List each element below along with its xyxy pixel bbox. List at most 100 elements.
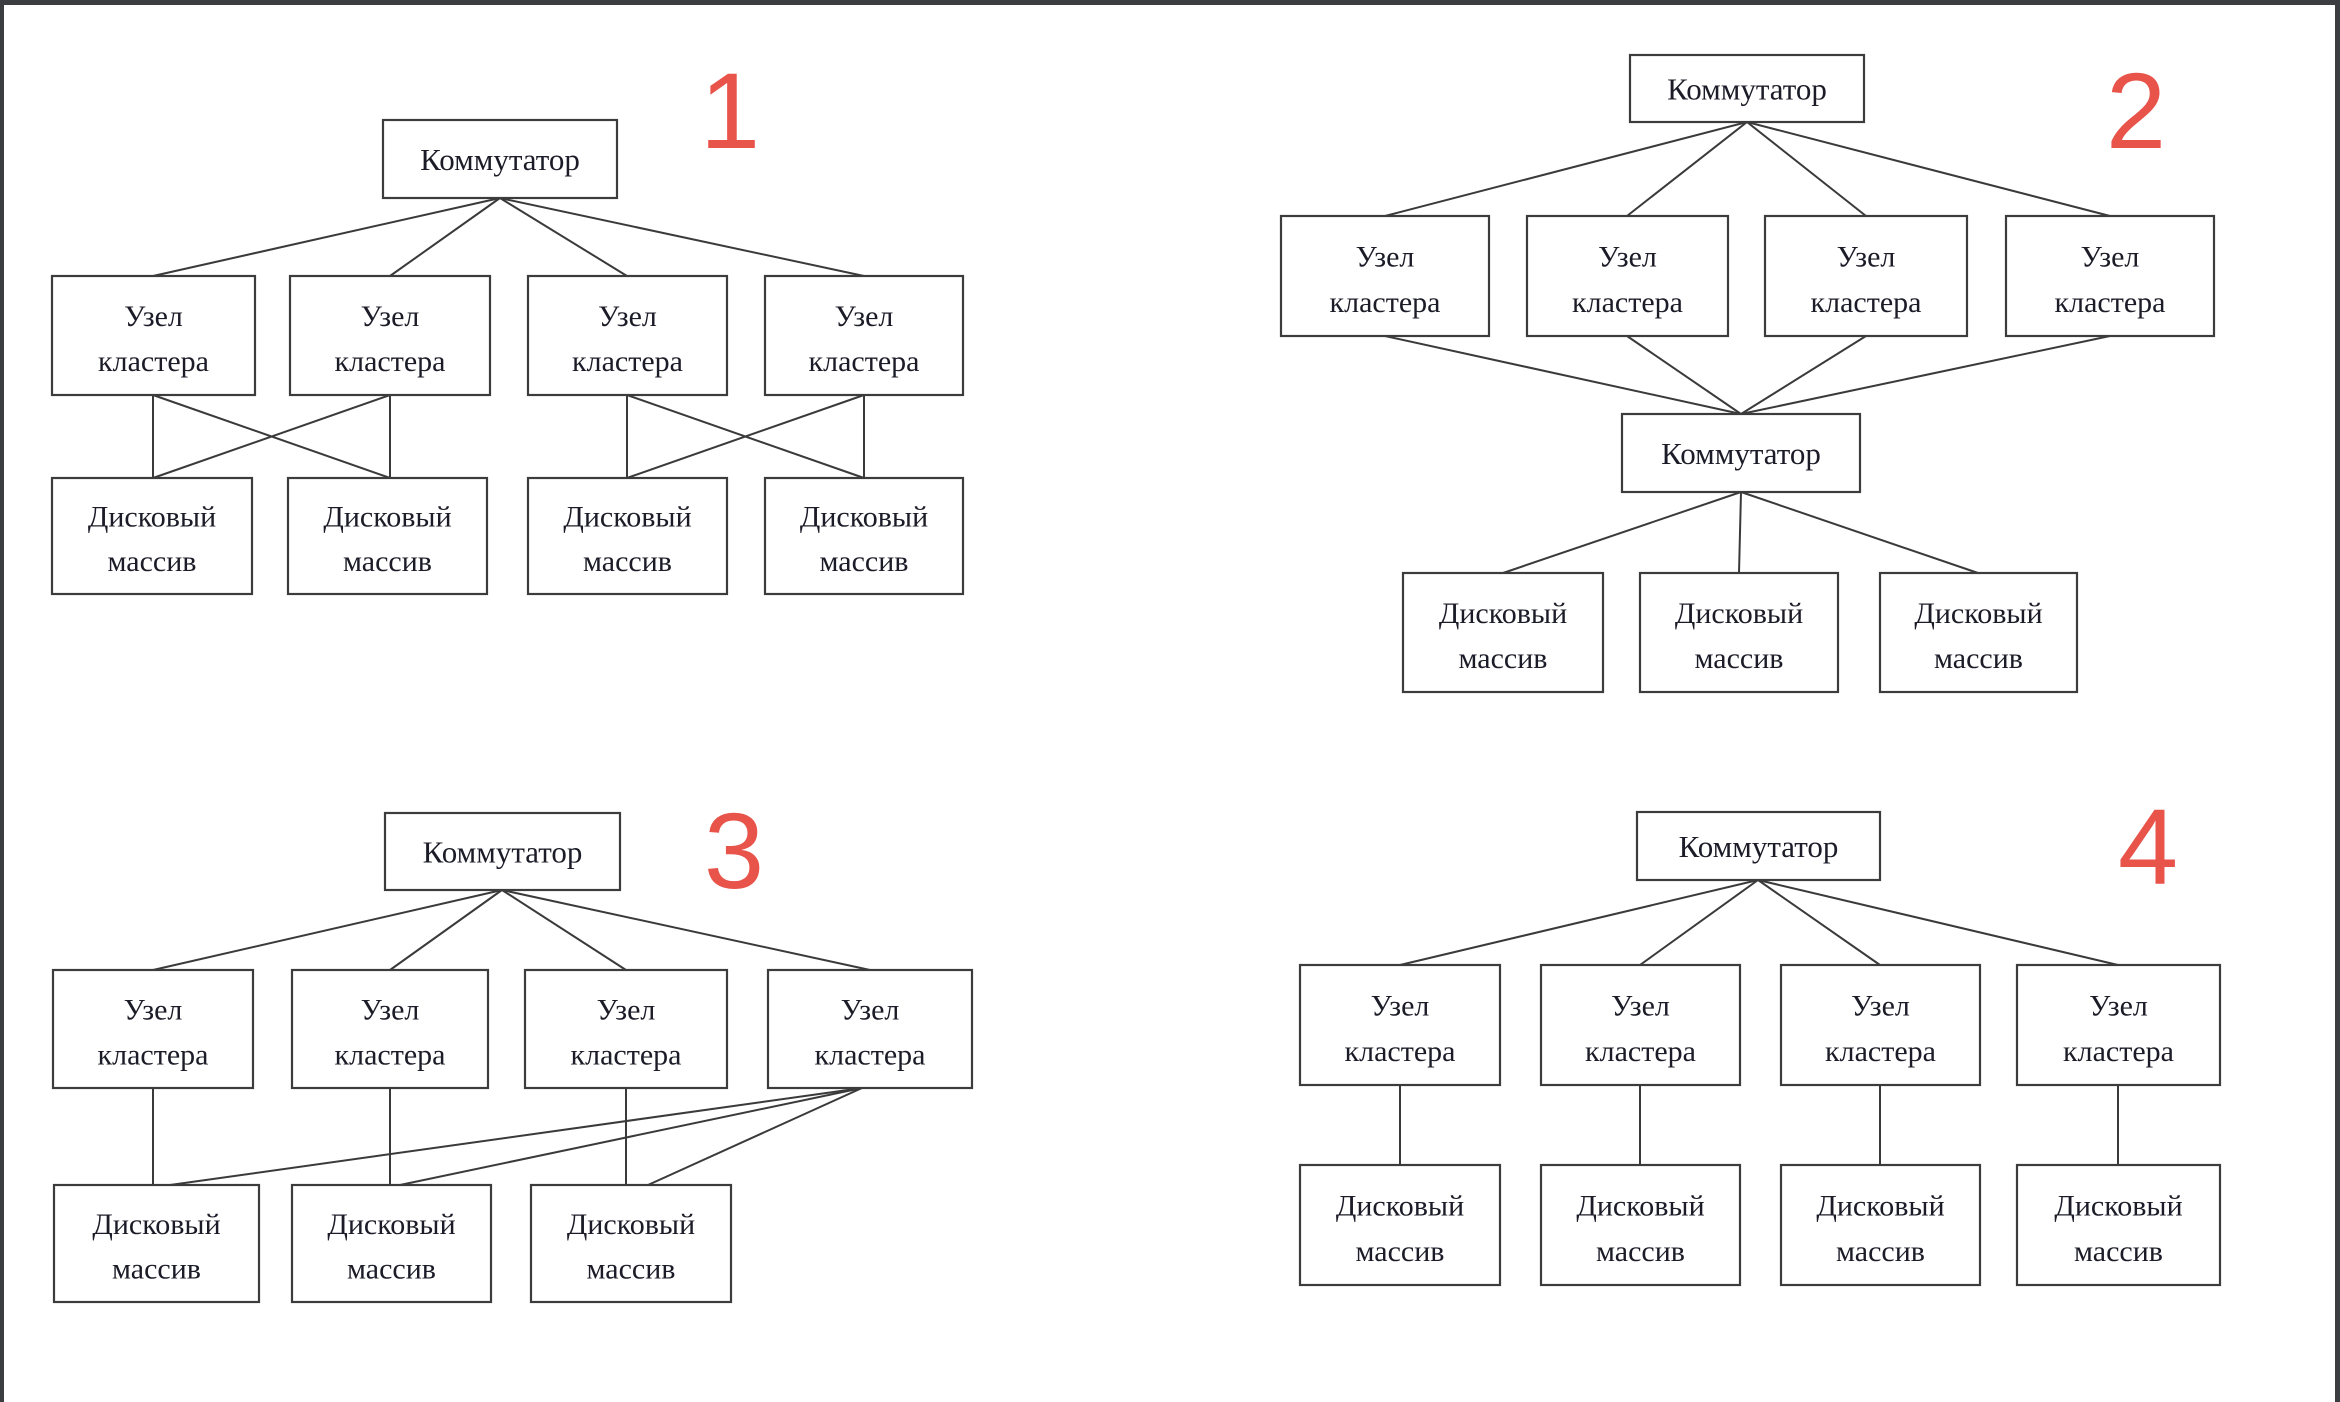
connection-line — [152, 889, 503, 971]
switch-box — [383, 811, 622, 892]
connection-line — [501, 889, 627, 971]
disk-box — [763, 476, 965, 596]
disk-box — [1539, 1163, 1742, 1287]
connection-line — [1738, 491, 1742, 574]
node-box — [51, 968, 255, 1090]
disk-box — [1779, 1163, 1982, 1287]
node-label: кластера — [1825, 1035, 1936, 1068]
disk-label: массив — [1695, 642, 1784, 675]
connection-line — [1384, 335, 1742, 415]
switch-label: Коммутатор — [423, 835, 583, 870]
node-label: Узел — [841, 994, 900, 1027]
node-label: Узел — [1611, 989, 1670, 1022]
node-label: кластера — [98, 345, 209, 378]
disk-box — [1298, 1163, 1502, 1287]
node-box — [288, 274, 492, 397]
connection-line — [1384, 121, 1748, 217]
disk-label: массив — [112, 1253, 201, 1286]
connection-line — [499, 197, 628, 277]
disk-box — [52, 1183, 261, 1304]
connection-line — [152, 394, 391, 479]
node-label: Узел — [124, 994, 183, 1027]
window-frame-top — [0, 0, 2340, 5]
disk-label: Дисковый — [2054, 1189, 2182, 1222]
node-label: кластера — [98, 1038, 209, 1071]
connection-line — [1757, 879, 2119, 966]
disk-box — [1638, 571, 1840, 694]
node-label: кластера — [1345, 1035, 1456, 1068]
node-box — [2015, 963, 2222, 1087]
node-label: кластера — [2063, 1035, 2174, 1068]
disk-label: массив — [1596, 1235, 1685, 1268]
node-label: Узел — [1851, 989, 1910, 1022]
disk-box — [1401, 571, 1605, 694]
node-box — [1763, 214, 1969, 338]
disk-label: массив — [587, 1253, 676, 1286]
connection-line — [1399, 879, 1759, 966]
node-box — [2004, 214, 2216, 338]
connection-line — [399, 1087, 863, 1186]
node-label: кластера — [2055, 286, 2166, 319]
connection-line — [1740, 491, 1979, 574]
connection-line — [1639, 879, 1759, 966]
node-label: Узел — [361, 994, 420, 1027]
node-box — [1525, 214, 1730, 338]
disk-label: Дисковый — [327, 1208, 455, 1241]
window-frame-right — [2335, 0, 2340, 1402]
disk-label: Дисковый — [1816, 1189, 1944, 1222]
node-label: кластера — [815, 1038, 926, 1071]
node-box — [1779, 963, 1982, 1087]
node-label: кластера — [1585, 1035, 1696, 1068]
window-frame-left — [0, 0, 4, 1402]
disk-box — [290, 1183, 493, 1304]
disk-label: Дисковый — [1675, 597, 1803, 630]
disk-label: массив — [108, 545, 197, 578]
disk-label: Дисковый — [800, 501, 928, 534]
node-label: Узел — [1837, 240, 1896, 273]
disk-label: массив — [583, 545, 672, 578]
disk-label: массив — [2074, 1235, 2163, 1268]
node-label: Узел — [361, 300, 420, 333]
connection-line — [152, 197, 501, 277]
connection-line — [1626, 335, 1742, 415]
connection-line — [1746, 121, 1867, 217]
scheme-number: 2 — [2106, 50, 2166, 171]
node-label: кластера — [1330, 286, 1441, 319]
switch-label: Коммутатор — [1661, 436, 1821, 471]
switch-label: Коммутатор — [1679, 829, 1839, 864]
node-label: кластера — [335, 345, 446, 378]
node-label: Узел — [597, 994, 656, 1027]
node-label: Узел — [124, 300, 183, 333]
switch-box — [1635, 810, 1882, 882]
disk-label: Дисковый — [1576, 1189, 1704, 1222]
node-box — [526, 274, 729, 397]
scheme-number: 4 — [2118, 786, 2178, 907]
node-label: кластера — [571, 1038, 682, 1071]
disk-label: массив — [343, 545, 432, 578]
node-box — [523, 968, 729, 1090]
switch-box — [1628, 53, 1866, 124]
scheme-number: 1 — [700, 50, 760, 171]
node-label: Узел — [835, 300, 894, 333]
disk-box — [286, 476, 489, 596]
disk-label: Дисковый — [1439, 597, 1567, 630]
disk-label: массив — [1836, 1235, 1925, 1268]
disk-label: Дисковый — [1914, 597, 2042, 630]
disk-label: Дисковый — [92, 1208, 220, 1241]
connection-line — [1740, 335, 1867, 415]
disk-box — [2015, 1163, 2222, 1287]
connection-line — [389, 889, 503, 971]
disk-label: Дисковый — [88, 501, 216, 534]
scheme-number: 3 — [704, 790, 764, 911]
connection-line — [1740, 335, 2111, 415]
node-label: Узел — [1371, 989, 1430, 1022]
disk-box — [50, 476, 254, 596]
node-label: кластера — [1572, 286, 1683, 319]
switch-box — [1620, 412, 1862, 494]
connection-line — [1502, 491, 1742, 574]
scheme-1: КоммутаторУзелкластераУзелкластераУзелкл… — [50, 50, 965, 596]
disk-label: Дисковый — [1336, 1189, 1464, 1222]
